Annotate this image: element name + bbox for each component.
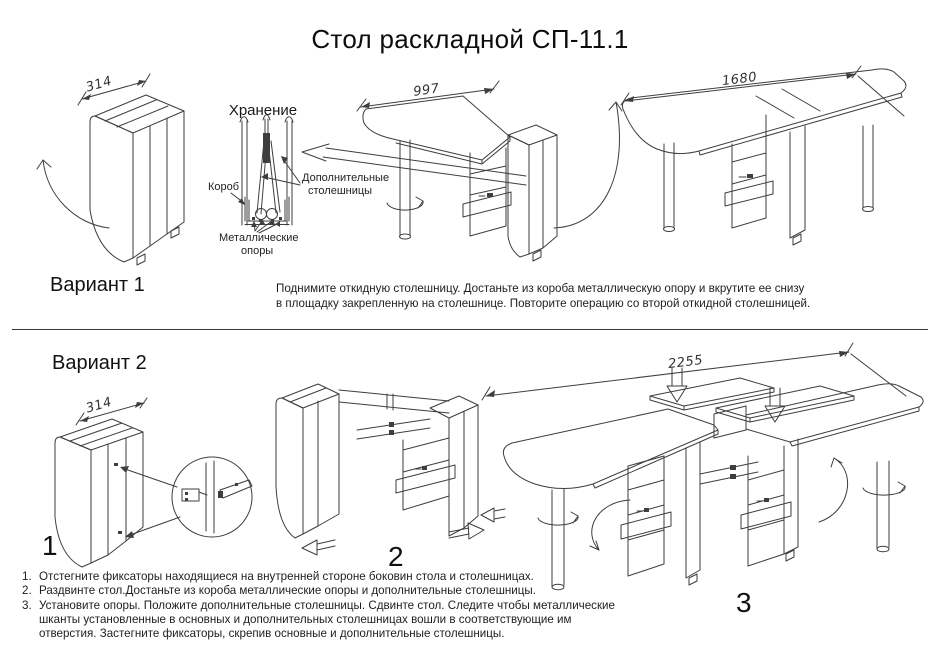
step-number: 1. <box>22 570 32 583</box>
storage-label-metal-supports: Металлические опоры <box>219 219 298 257</box>
dim-label: 2255 <box>667 353 704 372</box>
step1-number: 1 <box>42 530 58 561</box>
dim-label: 314 <box>84 74 113 96</box>
step2-number: 2 <box>388 541 404 572</box>
step-number: 2. <box>22 584 32 598</box>
page-title: Стол раскладной СП-11.1 <box>311 24 629 54</box>
stored-parts-arrow-icon <box>301 143 527 186</box>
step3-number: 3 <box>736 587 752 618</box>
variant1-half-open-table-drawing: 997 <box>356 80 623 262</box>
spread-right-arrow-icon <box>448 522 485 540</box>
latch-magnifier-circle <box>171 456 253 538</box>
variant1-instructions: Поднимите откидную столешницу. Достаньте… <box>276 282 811 310</box>
place-leaf-arrow-icon-1 <box>666 367 688 403</box>
extra-leaf-1 <box>649 377 775 411</box>
section-divider <box>12 329 928 330</box>
svg-text:столешницы: столешницы <box>308 185 372 197</box>
variant2-step1-drawing: 314 1 <box>42 395 253 568</box>
slide-arrow-icon <box>480 507 506 523</box>
folded-table-body <box>54 418 144 568</box>
dimension-997: 997 <box>356 80 500 112</box>
svg-text:Дополнительные: Дополнительные <box>302 172 389 184</box>
dim-label: 314 <box>84 395 113 417</box>
variant1-folded-table-drawing: 314 <box>36 73 185 266</box>
step-number: 3. <box>22 598 32 612</box>
swing-arrow-icon-right <box>818 457 848 523</box>
variant2-step3-drawing: 2255 <box>480 342 924 618</box>
variant1-open-table-drawing: 1680 <box>620 65 907 246</box>
leaf-lift-arrow-icon <box>553 101 623 229</box>
variant2-steps-list: 1. Отстегните фиксаторы находящиеся на в… <box>22 570 620 641</box>
latch-pointer-arrows <box>120 466 181 538</box>
spread-table-body <box>275 383 479 539</box>
leg-rotation-arrow-icon-right <box>862 481 906 496</box>
folded-table-body <box>89 94 185 266</box>
svg-text:Короб: Короб <box>208 181 239 193</box>
leg-rotation-arrow-icon-left <box>537 511 579 526</box>
svg-text:опоры: опоры <box>241 245 273 257</box>
extra-leaf-2 <box>715 385 855 423</box>
list-item: 3. Установите опоры. Положите дополнител… <box>22 599 620 642</box>
dimension-314: 314 <box>77 73 151 106</box>
half-open-table-body <box>362 95 558 262</box>
dimension-314: 314 <box>75 395 148 426</box>
step-text: Установите опоры. Положите дополнительны… <box>39 598 615 641</box>
storage-label-korob: Короб <box>208 181 245 205</box>
storage-box-section <box>239 114 294 226</box>
list-item: 2. Раздвинте стол.Достаньте из короба ме… <box>22 584 620 598</box>
step-text: Раздвинте стол.Достаньте из короба метал… <box>39 584 536 598</box>
svg-text:Металлические: Металлические <box>219 232 298 244</box>
list-item: 1. Отстегните фиксаторы находящиеся на в… <box>22 570 620 584</box>
variant2-step2-drawing: 2 <box>275 383 485 572</box>
leg-rotation-arrow-icon <box>386 196 424 211</box>
storage-heading: Хранение <box>229 102 297 119</box>
extended-table-body <box>502 383 924 591</box>
open-table-body <box>621 68 907 246</box>
dim-label: 997 <box>412 81 440 100</box>
storage-detail-drawing: Хранение Короб Дополнительные столешницы… <box>208 102 389 257</box>
variant2-heading: Вариант 2 <box>52 352 147 374</box>
place-leaf-arrow-icon-2 <box>764 387 786 423</box>
spread-left-arrow-icon <box>301 539 336 556</box>
swing-arrow-icon-left <box>589 499 631 551</box>
step-text: Отстегните фиксаторы находящиеся на внут… <box>39 570 534 583</box>
unfold-arrow-icon <box>36 159 110 229</box>
variant1-heading: Вариант 1 <box>50 274 145 296</box>
storage-label-extra-tops: Дополнительные столешницы <box>261 156 389 197</box>
dimension-2255: 2255 <box>481 342 907 401</box>
